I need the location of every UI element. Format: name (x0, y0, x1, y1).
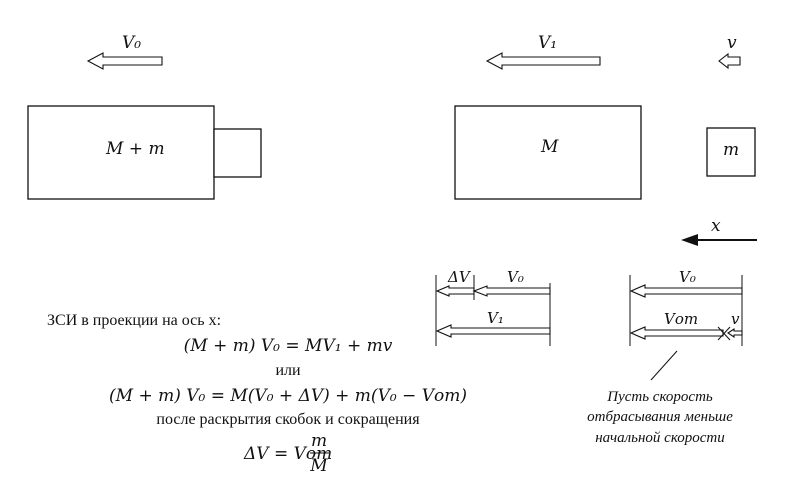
label-block-small: m (723, 140, 739, 160)
eq-result-lhs: ΔV = Vот (243, 444, 332, 464)
note-line-2: отбрасывания меньше (587, 409, 733, 425)
arrow-v-small-top (718, 52, 741, 70)
label-v-right: v (731, 310, 740, 328)
vector-diagram-left (435, 275, 551, 346)
eq-1: (M + m) V₀ = MV₁ + mv (184, 336, 393, 356)
label-v0-left: V₀ (507, 268, 524, 286)
axis-arrow (681, 234, 757, 246)
eq-or: или (275, 362, 301, 379)
axis-label: x (711, 216, 721, 236)
label-block-combined: M + m (105, 139, 165, 159)
eq-2: (M + m) V₀ = M(V₀ + ΔV) + m(V₀ − Vот) (109, 386, 467, 406)
label-dv: ΔV (447, 268, 472, 286)
eq-heading: ЗСИ в проекции на ось x: (47, 312, 221, 329)
block-combined (27, 105, 215, 200)
label-v1-top: V₁ (538, 33, 557, 53)
eq-result: ΔV = Vот m M (243, 431, 332, 476)
eq-after: после раскрытия скобок и сокращения (156, 411, 420, 428)
block-combined-nub (213, 128, 262, 178)
label-v0-right: V₀ (679, 268, 696, 286)
label-v0-top: V₀ (122, 33, 141, 53)
note-line-3: начальной скорости (595, 430, 725, 446)
arrow-v0-top (86, 52, 163, 70)
block-large (454, 105, 642, 200)
arrow-v1-top (485, 52, 601, 70)
label-v1-left: V₁ (487, 309, 504, 327)
label-vot: Vот (664, 310, 698, 328)
label-block-large: M (540, 137, 559, 157)
eq-result-den: M (309, 456, 328, 476)
eq-result-num: m (311, 431, 327, 451)
vector-diagram-right (629, 275, 743, 381)
note-line-1: Пусть скорость (606, 389, 713, 405)
block-small (706, 127, 756, 177)
label-v-small-top: v (727, 33, 737, 53)
